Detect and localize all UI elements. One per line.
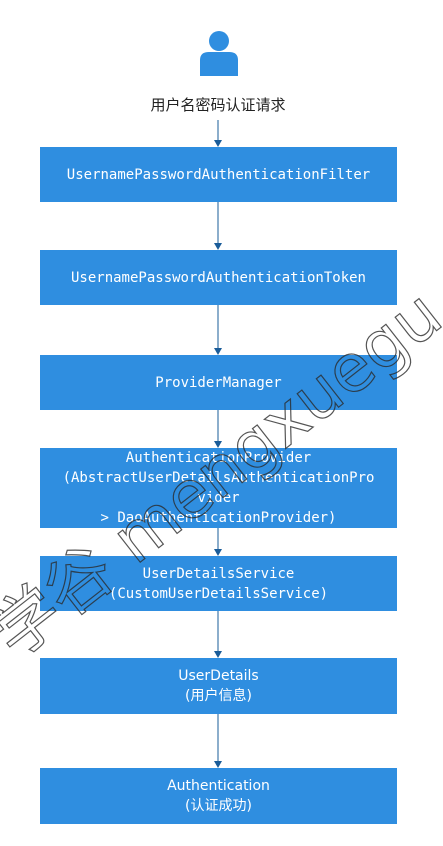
authentication-provider-line-2: (AbstractUserDetailsAuthenticationPro — [62, 470, 375, 486]
request-label: 用户名密码认证请求 — [150, 96, 286, 114]
filter-box: UsernamePasswordAuthenticationFilter — [40, 147, 397, 202]
authentication-label: Authentication — [167, 778, 270, 794]
authentication-provider-line-1: AuthenticationProvider — [125, 450, 312, 466]
token-label: UsernamePasswordAuthenticationToken — [70, 269, 366, 286]
authentication-box: Authentication (认证成功) — [40, 768, 397, 824]
user-icon — [200, 31, 238, 76]
user-details-service-label: UserDetailsService — [142, 565, 295, 582]
provider-manager-label: ProviderManager — [155, 374, 282, 391]
authentication-provider-line-3: vider — [197, 490, 240, 506]
provider-manager-box: ProviderManager — [40, 355, 397, 410]
custom-user-details-service-label: (CustomUserDetailsService) — [108, 585, 329, 602]
user-info-label: (用户信息) — [185, 688, 252, 704]
user-details-box: UserDetails (用户信息) — [40, 658, 397, 714]
authentication-provider-line-4: > DaoAuthenticationProvider) — [100, 510, 337, 526]
authentication-provider-box: AuthenticationProvider (AbstractUserDeta… — [40, 448, 397, 528]
auth-success-label: (认证成功) — [185, 798, 252, 814]
filter-label: UsernamePasswordAuthenticationFilter — [66, 166, 371, 183]
user-details-service-box: UserDetailsService (CustomUserDetailsSer… — [40, 556, 397, 611]
token-box: UsernamePasswordAuthenticationToken — [40, 250, 397, 305]
user-details-label: UserDetails — [178, 668, 259, 684]
